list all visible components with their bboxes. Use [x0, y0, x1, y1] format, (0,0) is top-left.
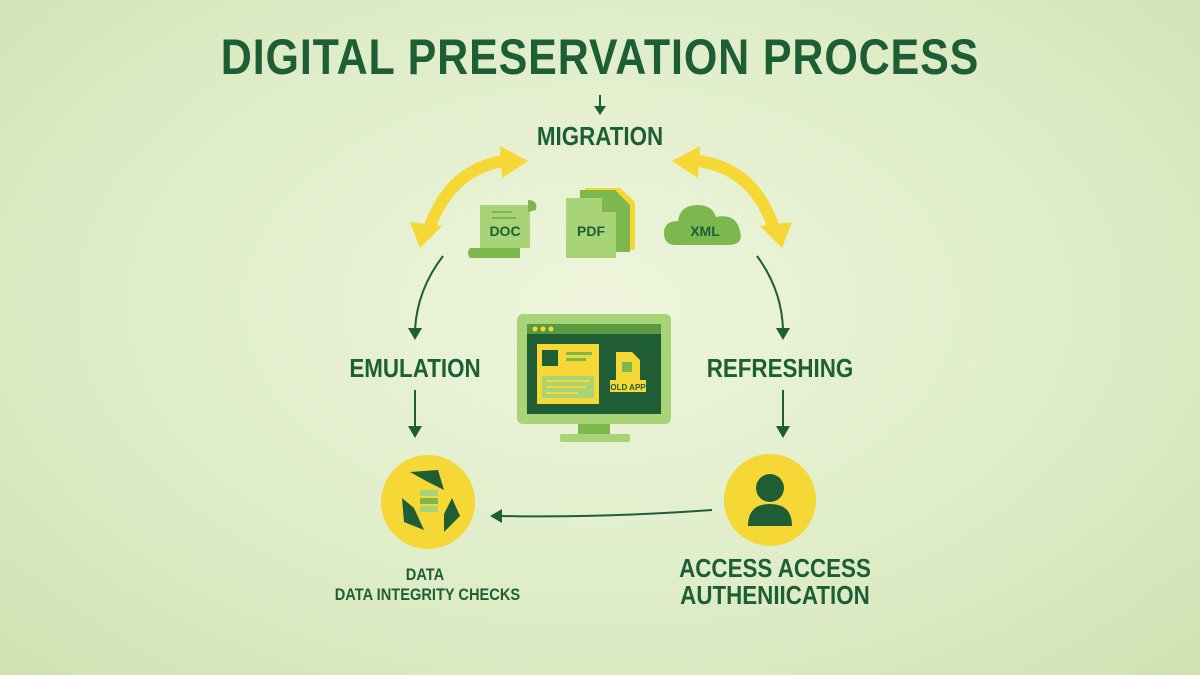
migration-label: MIGRATION	[536, 121, 664, 151]
yellow-double-arrow-left	[410, 146, 528, 248]
arrow-access-to-data	[490, 509, 713, 523]
data-integrity-subtitle: DATA INTEGRITY CHECKS	[334, 585, 521, 604]
arrow-refreshing-to-access	[776, 390, 790, 438]
yellow-double-arrow-right	[672, 146, 792, 248]
refreshing-label: REFRESHING	[706, 353, 854, 383]
arrow-migration-to-refreshing	[756, 255, 790, 340]
data-integrity-title: DATA	[405, 565, 445, 584]
svg-text:XML: XML	[690, 223, 720, 239]
xml-cloud-icon: XML	[664, 205, 741, 245]
svg-text:PDF: PDF	[577, 223, 605, 239]
diagram-title: DIGITAL PRESERVATION PROCESS	[220, 29, 980, 85]
doc-file-icon: DOC	[468, 200, 537, 258]
access-label-line1: ACCESS ACCESS	[679, 553, 871, 583]
old-app-badge: OLD APP	[610, 383, 646, 392]
access-label-line2: AUTHENIICATION	[680, 580, 870, 610]
pdf-file-icon: PDF	[566, 188, 635, 258]
monitor-illustration: OLD APP	[517, 314, 671, 442]
svg-text:DOC: DOC	[489, 223, 520, 239]
arrow-into-migration	[594, 95, 606, 115]
recycle-database-icon	[381, 455, 475, 549]
emulation-label: EMULATION	[349, 353, 481, 383]
arrow-emulation-to-data	[408, 390, 422, 438]
arrow-migration-to-emulation	[408, 255, 444, 340]
user-access-icon	[724, 454, 816, 546]
